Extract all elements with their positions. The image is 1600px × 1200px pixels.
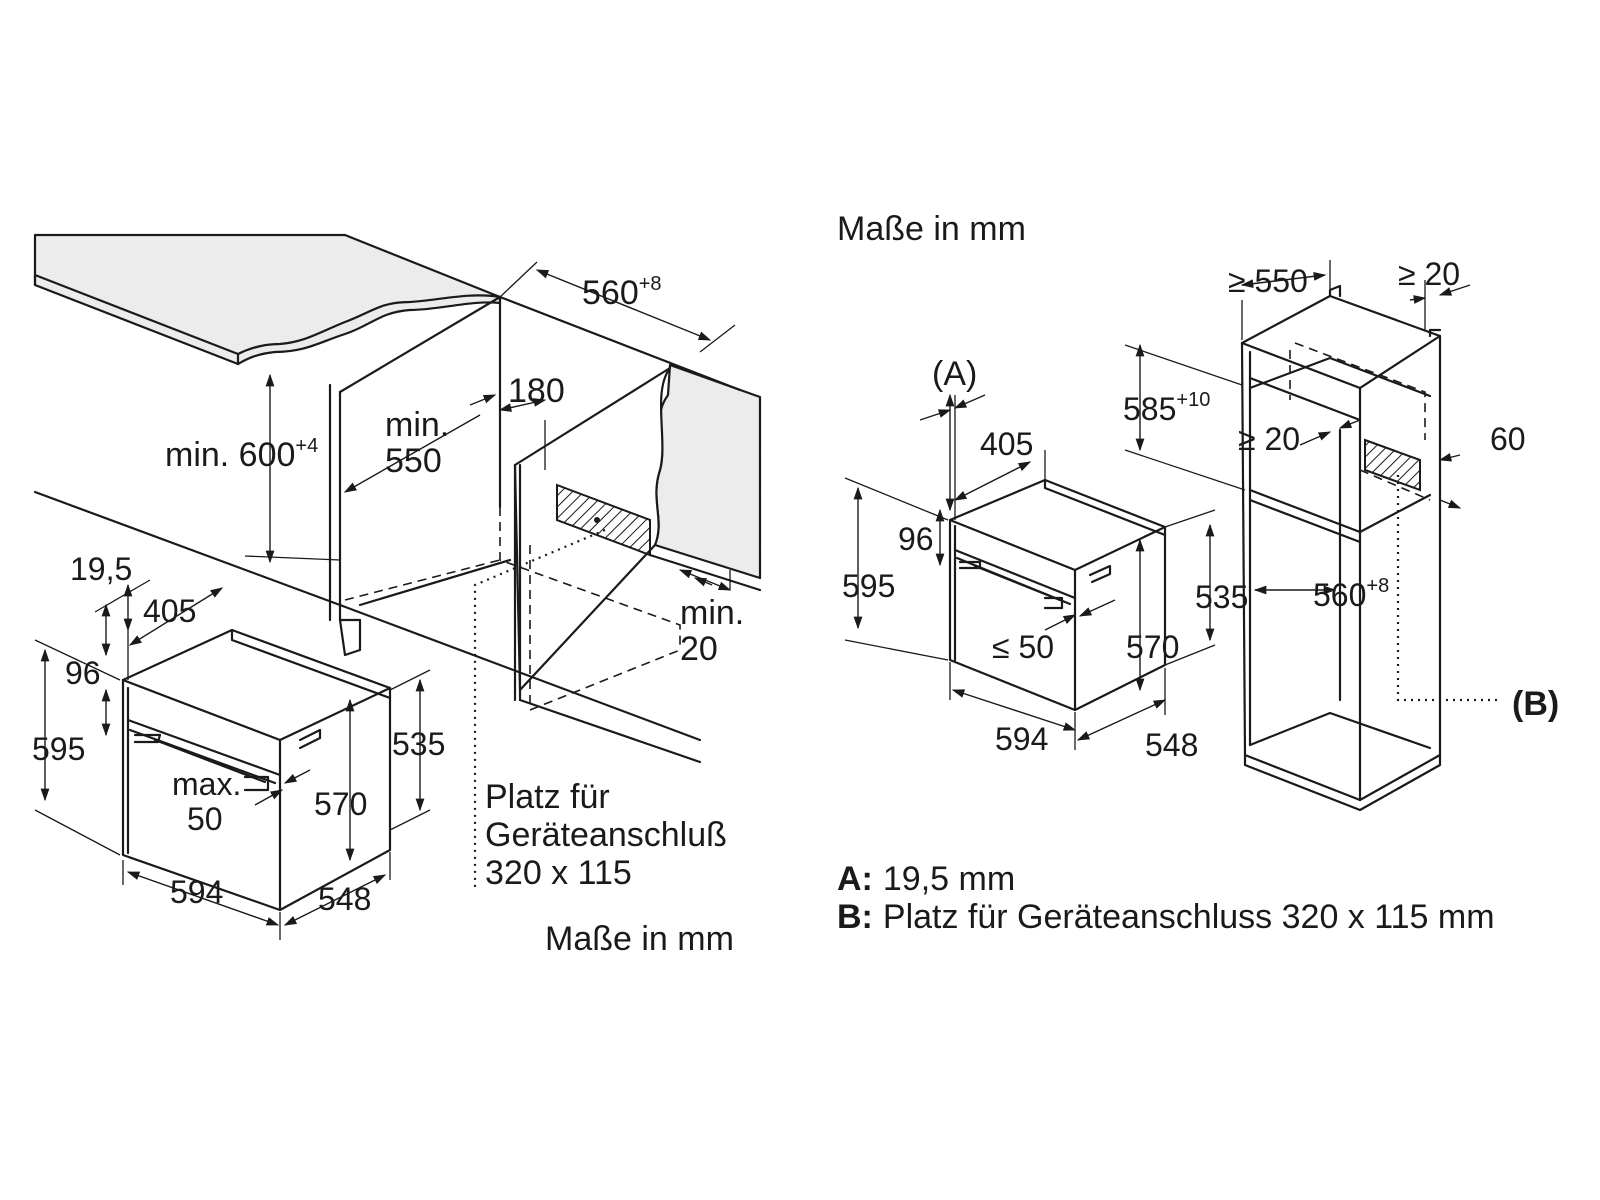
socket-note-line-2: Geräteanschluß (485, 816, 727, 854)
dim-cabinet-shelf-gap: ≥ 20 (1238, 421, 1300, 457)
dim-cabinet-rear-gap: ≥ 20 (1398, 256, 1460, 292)
countertop (33, 233, 502, 366)
dim-niche-depth-label: min. (385, 406, 449, 444)
dim-rear-gap-label: min. (680, 594, 744, 632)
dim-rear-gap-value: 20 (680, 630, 718, 668)
label-b: (B) (1512, 685, 1559, 723)
dim-right-handle: ≤ 50 (992, 629, 1054, 665)
dim-panel-height: 96 (65, 655, 101, 691)
legend: A:19,5 mm B:Platz für Geräteanschluss 32… (837, 860, 1495, 936)
dim-right-depth: 548 (1145, 727, 1198, 763)
right-units-note: Maße in mm (837, 210, 1026, 248)
cabinet-socket-area (1364, 438, 1421, 492)
legend-b: B:Platz für Geräteanschluss 320 x 115 mm (837, 898, 1495, 936)
dim-niche-depth-value: 550 (385, 442, 442, 480)
legend-a: A:19,5 mm (837, 860, 1015, 898)
dim-right-panel-height: 96 (898, 521, 934, 557)
dim-handle-value: 50 (187, 801, 223, 837)
dim-door-height-value: 570 (314, 786, 367, 822)
left-units-note: Maße in mm (545, 920, 734, 958)
label-a: (A) (932, 355, 977, 393)
dim-frame-depth: 19,5 (70, 551, 132, 587)
right-oven (948, 478, 1167, 712)
wall-panel (653, 363, 762, 580)
dim-body-height-value: 535 (392, 726, 445, 762)
dim-cabinet-niche-width: 560+8 (1313, 575, 1389, 613)
dim-niche-width-value: 560+8 (582, 273, 662, 312)
dim-niche-height-value: min. 600+4 (165, 435, 318, 474)
dim-socket-offset: 180 (508, 372, 565, 410)
dim-top-depth: 405 (143, 593, 196, 629)
dim-cabinet-niche-height: 585+10 (1123, 389, 1210, 427)
dim-right-top-depth: 405 (980, 426, 1033, 462)
dim-depth-value: 548 (318, 881, 371, 917)
cabinet-socket-leader (1396, 475, 1500, 702)
tall-cabinet (1240, 284, 1442, 812)
dim-handle-label: max. (172, 766, 241, 802)
dim-width-value: 594 (170, 874, 223, 910)
dim-right-total-height-value: 595 (842, 568, 895, 604)
dim-total-height-value: 595 (32, 731, 85, 767)
socket-note-line-1: Platz für (485, 778, 610, 816)
dim-right-body-height: 535 (1195, 579, 1248, 615)
socket-leader (473, 528, 606, 890)
dim-right-door-height: 570 (1126, 629, 1179, 665)
dim-cabinet-vent: 60 (1490, 421, 1526, 457)
socket-note-line-3: 320 x 115 (485, 854, 632, 892)
right-installation-view (844, 260, 1500, 812)
left-installation-view (33, 233, 762, 940)
dim-right-width: 594 (995, 721, 1048, 757)
dim-cabinet-depth: ≥ 550 (1228, 263, 1308, 299)
dim-niche-width (535, 269, 712, 341)
